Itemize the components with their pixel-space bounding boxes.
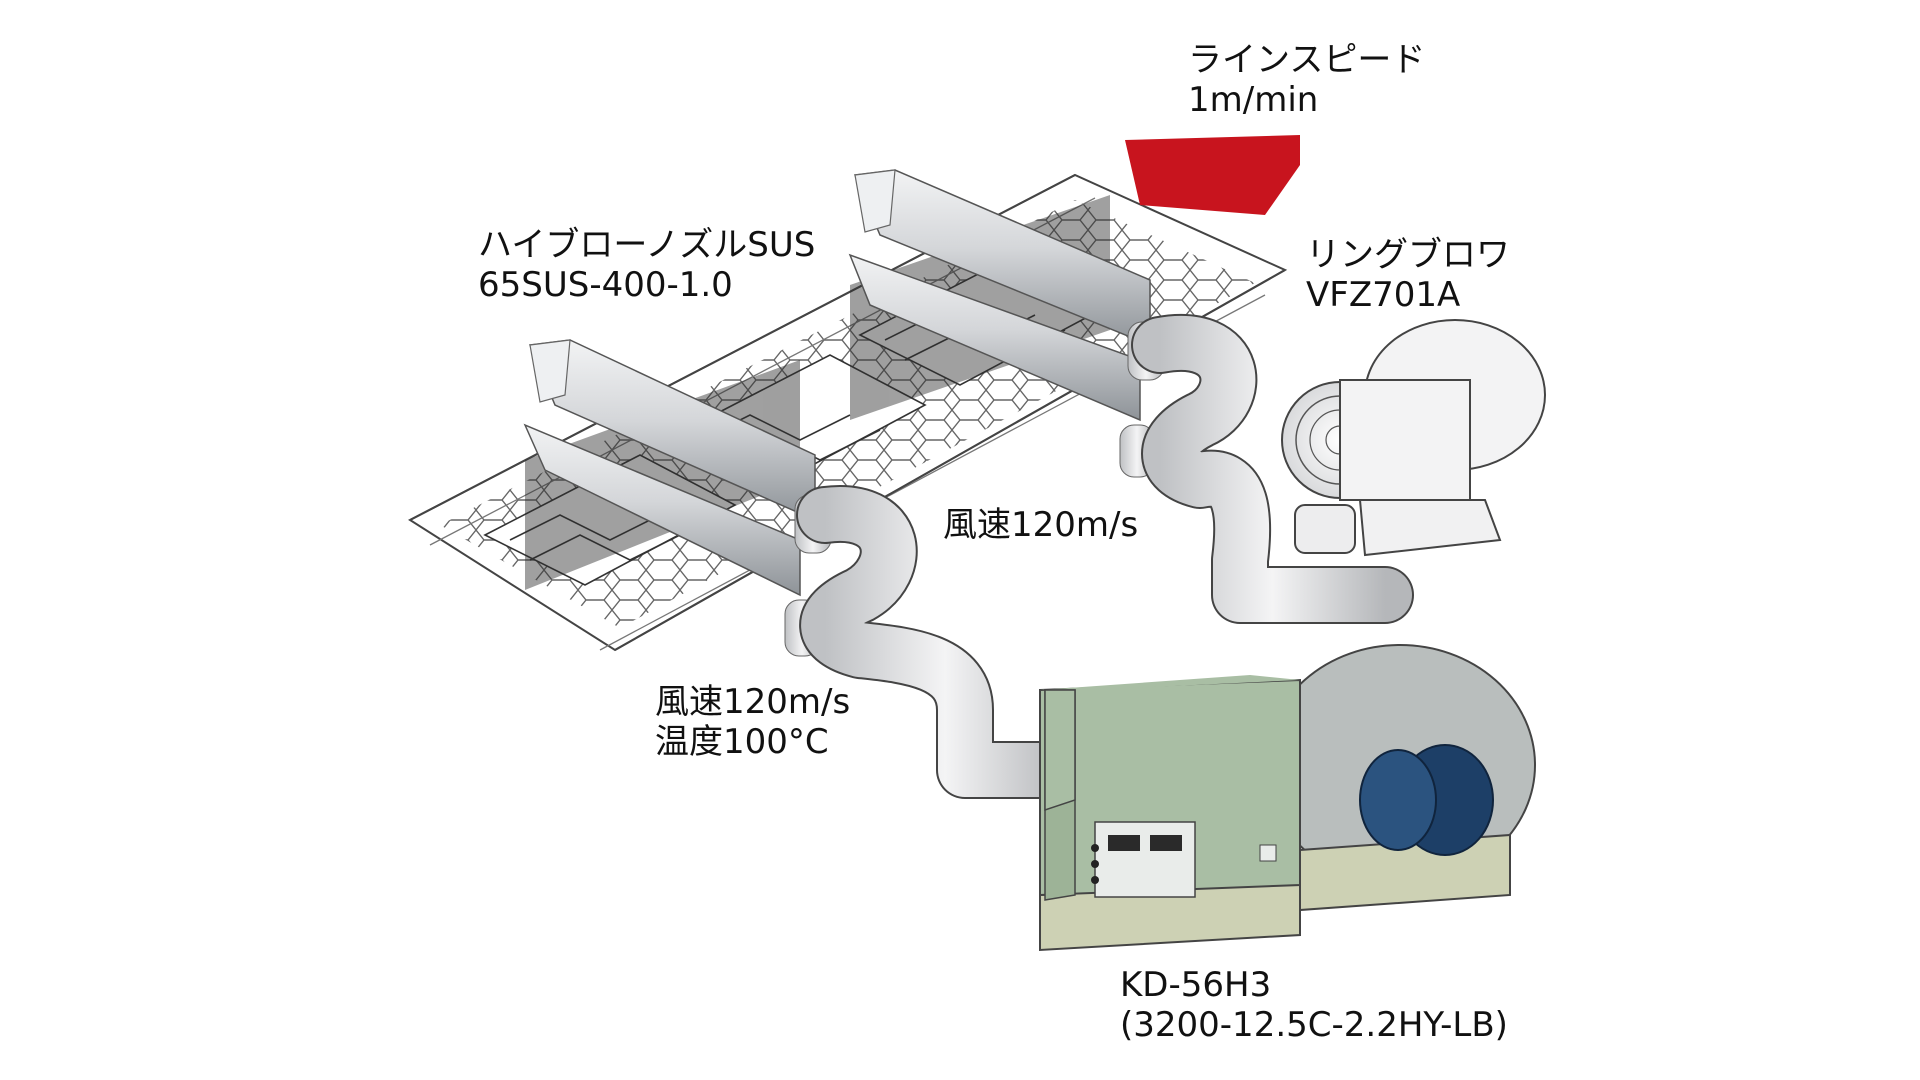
label-nozzle: ハイブローノズルSUS 65SUS-400-1.0 xyxy=(478,225,815,305)
ring-blower xyxy=(1281,319,1546,557)
airflow-lower-temperature: 温度100°C xyxy=(655,722,829,762)
label-heater: KD-56H3 (3200-12.5C-2.2HY-LB) xyxy=(1120,965,1508,1045)
airflow-lower-speed: 風速120m/s xyxy=(655,682,851,722)
heater-model: KD-56H3 xyxy=(1120,965,1272,1005)
heater-spec: (3200-12.5C-2.2HY-LB) xyxy=(1120,1005,1508,1045)
nozzle-name: ハイブローノズルSUS xyxy=(478,225,816,265)
label-ring-blower: リングブロワ VFZ701A xyxy=(1306,235,1510,315)
line-speed-value: 1m/min xyxy=(1188,80,1319,120)
line-speed-title: ラインスピード xyxy=(1188,40,1426,80)
upper-nozzle-assembly xyxy=(848,169,1165,478)
line-speed-arrow xyxy=(1125,135,1300,215)
ring-blower-duct xyxy=(1131,314,1414,624)
ring-blower-model: VFZ701A xyxy=(1306,275,1461,315)
label-airflow-upper: 風速120m/s xyxy=(943,505,1138,545)
ring-blower-name: リングブロワ xyxy=(1306,235,1510,275)
label-line-speed: ラインスピード 1m/min xyxy=(1188,40,1425,120)
nozzle-model: 65SUS-400-1.0 xyxy=(478,265,733,305)
heater-unit xyxy=(1039,644,1536,952)
label-airflow-lower: 風速120m/s 温度100°C xyxy=(655,682,850,762)
airflow-upper-speed: 風速120m/s xyxy=(943,505,1139,545)
